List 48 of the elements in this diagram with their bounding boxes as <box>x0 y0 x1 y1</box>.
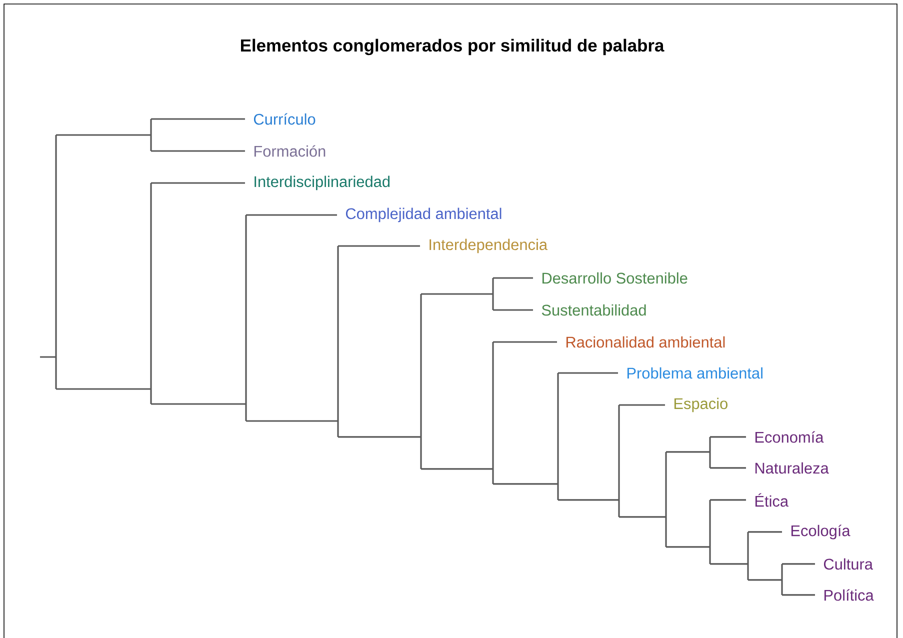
tree-branch <box>748 579 782 581</box>
leaf-label: Naturaleza <box>755 462 829 474</box>
tree-branch <box>493 483 558 485</box>
tree-branch <box>558 372 618 374</box>
leaf-label: Ecología <box>791 524 850 540</box>
tree-branch <box>493 309 533 311</box>
tree-branch <box>619 404 665 406</box>
leaf-label: Problema ambiental <box>627 367 762 379</box>
tree-branch <box>782 563 815 565</box>
tree-branch <box>56 134 151 136</box>
tree-branch <box>151 150 245 152</box>
tree-branch <box>338 245 420 247</box>
tree-branch <box>748 531 782 533</box>
tree-branch <box>710 563 748 565</box>
tree-branch <box>666 546 710 548</box>
title: Elementos conglomerados por similitud de palabra <box>241 38 664 56</box>
tree-branch <box>421 293 493 295</box>
tree-branch <box>710 436 746 438</box>
leaf-label: Política <box>824 589 874 601</box>
leaf-label: Complejidad ambiental <box>346 208 502 222</box>
tree-branch <box>666 451 710 453</box>
tree-branch <box>56 388 151 390</box>
tree-branch <box>151 403 246 405</box>
tree-branch <box>151 118 245 120</box>
tree-branch <box>782 594 815 596</box>
leaf-label: Ética <box>755 493 789 507</box>
tree-branch <box>558 499 619 501</box>
leaf-label: Interdependencia <box>430 238 548 254</box>
tree-branch <box>421 468 493 470</box>
tree-branch <box>246 214 337 216</box>
leaf-label: Espacio <box>674 398 728 412</box>
tree-branch <box>151 182 245 184</box>
leaf-label: Formación <box>254 145 326 157</box>
tree-branch <box>40 356 56 358</box>
leaf-label: Cultura <box>824 558 873 570</box>
tree-branch <box>493 341 557 343</box>
tree-branch <box>338 436 421 438</box>
leaf-label: Desarrollo Sostenible <box>542 272 688 284</box>
tree-branch <box>246 420 338 422</box>
leaf-label: Racionalidad ambiental <box>566 336 725 348</box>
leaf-label: Currículo <box>254 113 316 125</box>
tree-branch <box>710 499 746 501</box>
tree-branch <box>619 516 666 518</box>
leaf-label: Sustentabilidad <box>542 304 646 316</box>
tree-branch <box>493 277 533 279</box>
leaf-label: Economía <box>755 431 824 443</box>
tree-branch <box>710 467 746 469</box>
leaf-label: Interdisciplinariedad <box>254 176 390 190</box>
